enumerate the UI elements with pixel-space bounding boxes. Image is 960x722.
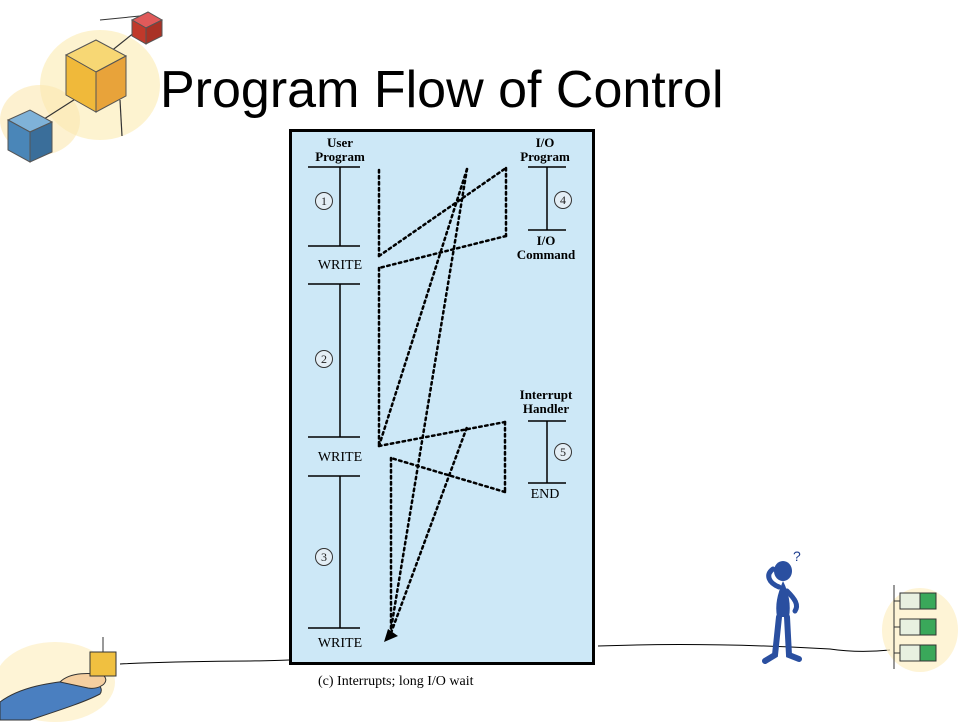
user-program-label-line1: User — [327, 135, 353, 150]
interrupt-handler-label-line1: Interrupt — [519, 387, 573, 402]
flow-end-arrowhead — [384, 629, 398, 642]
green-blocks-clipart — [882, 585, 958, 672]
io-program-timeline — [528, 166, 566, 231]
io-command-label-line2: Command — [516, 247, 576, 262]
user-program-label: User Program — [305, 136, 375, 164]
io-program-label: I/O Program — [510, 136, 580, 164]
segment-2-badge: 2 — [315, 350, 333, 368]
io-program-label-line2: Program — [520, 149, 570, 164]
interrupt-handler-label-line2: Handler — [522, 401, 570, 416]
question-mark: ? — [793, 548, 801, 564]
user-program-label-line2: Program — [315, 149, 365, 164]
page-title: Program Flow of Control — [160, 61, 724, 119]
figure-caption: (c) Interrupts; long I/O wait — [318, 674, 474, 689]
interrupt-handler-label: Interrupt Handler — [506, 388, 586, 416]
segment-3-badge: 3 — [315, 548, 333, 566]
io-command-label: I/O Command — [506, 234, 586, 262]
thinking-person-clipart: ? — [762, 548, 802, 664]
segment-5-badge: 5 — [554, 443, 572, 461]
io-command-label-line1: I/O — [536, 233, 556, 248]
write-label-1: WRITE — [317, 258, 363, 273]
segment-1-badge: 1 — [315, 192, 333, 210]
hand-cube-clipart — [0, 637, 117, 722]
end-label: END — [530, 487, 560, 502]
user-program-timeline — [308, 166, 360, 629]
control-flow-path — [377, 166, 508, 635]
write-label-2: WRITE — [317, 450, 363, 465]
interrupt-handler-timeline — [528, 420, 566, 484]
write-label-3: WRITE — [317, 636, 363, 651]
segment-4-badge: 4 — [554, 191, 572, 209]
io-program-label-line1: I/O — [535, 135, 555, 150]
cubes-clipart — [0, 11, 164, 163]
